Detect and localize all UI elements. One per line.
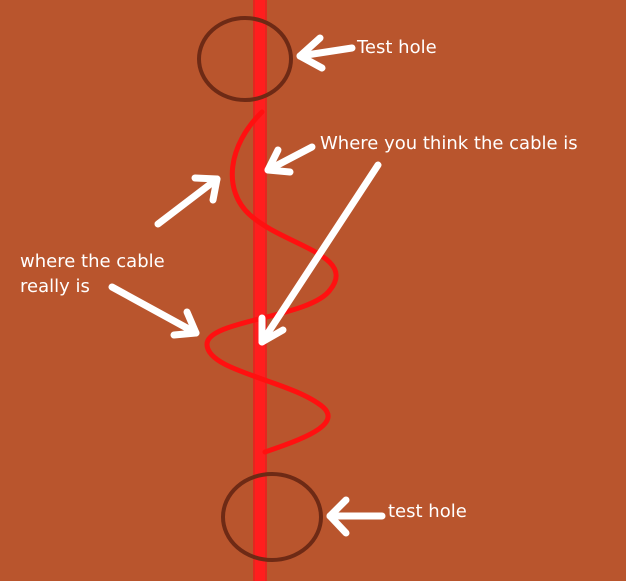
where-cable-really-is-line1: where the cable [20, 251, 165, 272]
test-hole-top-label: Test hole [357, 37, 437, 58]
actual-cable-line [204, 109, 339, 455]
arrow-up-to-actual-cable [154, 174, 221, 228]
arrow-to-bottom-hole [326, 496, 386, 537]
test-hole-top [197, 16, 293, 102]
arrow-to-assumed-line [264, 143, 316, 176]
assumed-cable-line [255, 0, 265, 581]
test-hole-bottom [221, 472, 323, 562]
arrow-long-to-assumed-line [258, 161, 382, 346]
where-cable-really-is-label: where the cable really is [20, 249, 165, 299]
arrow-to-top-hole [296, 34, 356, 72]
where-you-think-label: Where you think the cable is [320, 133, 578, 154]
arrow-down-to-actual-cable [108, 283, 200, 339]
where-cable-really-is-line2: really is [20, 276, 90, 297]
test-hole-bottom-label: test hole [388, 501, 467, 522]
